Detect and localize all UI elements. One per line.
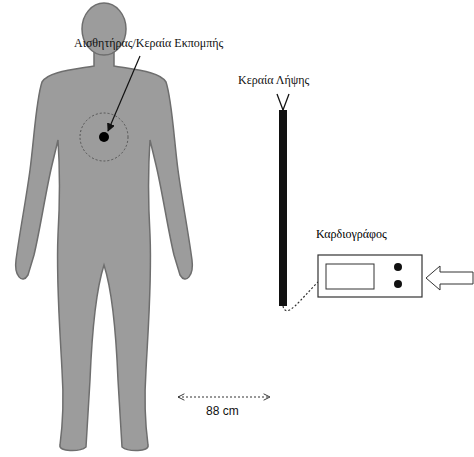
dimension-label: 88 cm bbox=[206, 404, 239, 418]
input-arrow bbox=[426, 266, 473, 290]
receive-antenna bbox=[277, 94, 289, 306]
sensor-label: Αισθητήρας/Κεραία Εκπομπής bbox=[74, 36, 223, 51]
device-label: Καρδιογράφος bbox=[316, 227, 387, 242]
antenna-label: Κεραία Λήψης bbox=[238, 73, 309, 88]
device-node: Καρδιογράφος bbox=[316, 227, 387, 242]
leader-arrow bbox=[108, 56, 140, 131]
cable bbox=[283, 282, 318, 311]
dimension-line bbox=[178, 397, 270, 398]
cardiograph-device bbox=[318, 255, 422, 297]
sensor-dot bbox=[99, 132, 109, 142]
body-silhouette bbox=[16, 52, 193, 451]
sensor-range bbox=[80, 113, 128, 161]
human-figure bbox=[16, 3, 193, 451]
